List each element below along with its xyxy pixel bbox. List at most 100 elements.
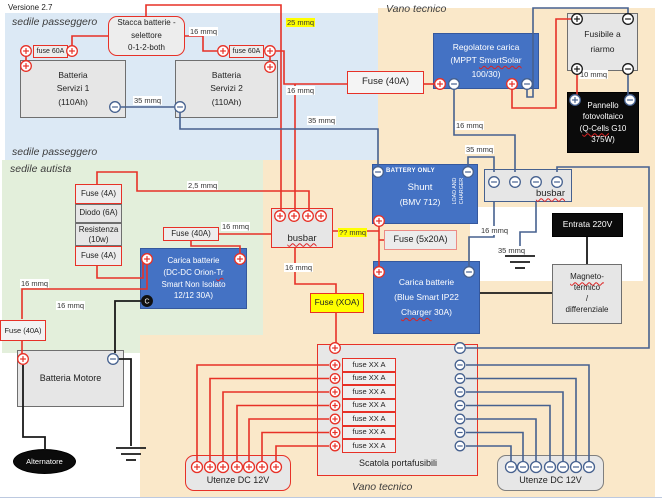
panel-line3-pre: (: [579, 123, 583, 133]
batt2-line1: Batteria: [211, 70, 242, 81]
blue-smart-charger: Carica batterie (Blue Smart IP22 Charger…: [373, 261, 480, 334]
charger-line2: (Blue Smart IP22: [394, 292, 459, 303]
mppt-regulator: Regolatore carica (MPPT SmartSolar 100/3…: [433, 33, 539, 89]
orion-line1: Carica batterie: [167, 256, 220, 266]
fuse-40a-orion: Fuse (40A): [163, 227, 219, 241]
battery-motore: Batteria Motore: [17, 350, 124, 407]
selector-line3: 0-1-2-both: [128, 43, 165, 53]
orion-line4: 12/12 30A): [173, 291, 214, 301]
panel-line3: (Q-Cells G10: [580, 123, 627, 134]
fuse-row-2: fuse XX A: [342, 371, 396, 385]
fusibile-line1: Fusibile a: [584, 28, 621, 39]
charger-line1: Carica batterie: [398, 277, 455, 288]
panel-line3-brand: Q-Cells: [582, 123, 609, 133]
utenze-dc-right: Utenze DC 12V: [497, 455, 604, 491]
wire-label-35mmq-busbar: 35 mmq: [465, 145, 495, 154]
shunt-side-line1: LOAD AND: [452, 177, 458, 205]
mppt-line2: (MPPT SmartSolar: [450, 54, 521, 68]
resettable-fuse: Fusibile a riarmo: [567, 13, 638, 71]
panel-line3-post: G10: [609, 123, 627, 133]
version-label: Versione 2.7: [8, 3, 53, 12]
orion-dcdc-charger: Carica batterie (DC-DC Orion-Tr Smart No…: [140, 248, 247, 309]
fuse-4a-bottom: Fuse (4A): [75, 246, 122, 266]
panel-line4: 375W): [591, 134, 615, 144]
fuse-row-1: fuse XX A: [342, 358, 396, 372]
panel-line2: fotovoltaico: [582, 112, 624, 122]
label-sedile-passeggero-top: sedile passeggero: [12, 16, 98, 28]
batt1-line1: Batteria: [58, 70, 88, 81]
label-sedile-passeggero-bottom: sedile passeggero: [12, 146, 98, 158]
charger-line3: Charger 30A): [401, 305, 452, 320]
scatola-label: Scatola portafusibili: [358, 458, 438, 468]
wire-label-16mmq-mppt-neg: 16 mmq: [455, 121, 485, 130]
resistenza-line2: (10w): [88, 234, 109, 244]
batt1-line2: Servizi 1: [56, 83, 90, 94]
busbar-negative-label: busbar: [535, 187, 565, 199]
wire-label-35mmq-ground: 35 mmq: [497, 246, 527, 255]
wire-label-2-5mmq: 2,5 mmq: [187, 181, 219, 190]
charger-line3-word: Charger: [400, 306, 432, 317]
fuse-40a-motor: Fuse (40A): [0, 320, 46, 341]
wire-label-25mmq: 25 mmq: [286, 18, 316, 27]
entrata-220v: Entrata 220V: [552, 213, 623, 237]
mppt-line2-pre: (MPPT: [450, 55, 480, 66]
charger-line3-post: 30A): [431, 306, 453, 317]
mppt-line2-name: SmartSolar: [479, 55, 522, 66]
selector-line1: Stacca batterie -: [117, 18, 176, 28]
wire-label-35mmq-shunt: 35 mmq: [307, 116, 337, 125]
fuse-row-6: fuse XX A: [342, 425, 396, 439]
wire-label-16mmq-motor-1: 16 mmq: [20, 279, 50, 288]
fusibile-line2: riarmo: [590, 44, 615, 54]
diodo-6a: Diodo (6A): [75, 204, 122, 223]
battery-selector-box: Stacca batterie - selettore 0-1-2-both: [108, 16, 185, 56]
fuse-row-5: fuse XX A: [342, 412, 396, 426]
orion-line2-tr: Tr: [216, 267, 224, 277]
fuse-row-4: fuse XX A: [342, 398, 396, 412]
wire-label-16mmq-charger-neg: 16 mmq: [480, 226, 510, 235]
resistenza-10w: Resistenza (10w): [75, 223, 122, 246]
magneto-line2: termico: [573, 283, 601, 293]
magneto-line1: Magneto-: [570, 272, 604, 283]
busbar-positive: busbar: [271, 208, 333, 248]
fuse-60a-battery1: fuse 60A: [33, 45, 68, 58]
panel-line1: Pannello: [587, 101, 619, 111]
batt2-line3: (110Ah): [211, 96, 242, 107]
battery-servizi-2: Batteria Servizi 2 (110Ah): [175, 60, 278, 118]
shunt-load-charger-label: LOAD AND CHARGER: [452, 164, 466, 218]
battery-servizi-1: Batteria Servizi 1 (110Ah): [20, 60, 126, 118]
resistenza-line1: Resistenza: [78, 224, 119, 234]
selector-line2: selettore: [131, 30, 162, 40]
fuse-row-3: fuse XX A: [342, 385, 396, 399]
fuse-xxa: Fuse (XOA): [310, 293, 364, 313]
wire-label-16mmq-selector: 16 mmq: [189, 27, 219, 36]
fuse-60a-battery2: fuse 60A: [229, 45, 264, 58]
mppt-line3: 100/30): [471, 68, 501, 79]
solar-panel: Pannello fotovoltaico (Q-Cells G10 375W): [567, 92, 639, 153]
shunt-title: Shunt: [407, 182, 433, 193]
utenze-dc-left: Utenze DC 12V: [185, 455, 291, 491]
fuse-40a-mppt: Fuse (40A): [347, 71, 424, 94]
magneto-line4: differenziale: [565, 304, 609, 314]
shunt-battery-only-label: BATTERY ONLY: [386, 168, 435, 174]
label-vano-tecnico-top: Vano tecnico: [386, 3, 447, 15]
orion-line2: (DC-DC Orion-Tr: [163, 267, 223, 279]
wire-label-16mmq-mppt: 16 mmq: [286, 86, 316, 95]
wire-label-16mmq-orion-out: 16 mmq: [221, 222, 251, 231]
orion-line2-pre: (DC-DC Orion-: [163, 267, 217, 277]
label-vano-tecnico-bottom: Vano tecnico: [352, 481, 413, 493]
magneto-line1-word: Magneto-: [570, 272, 604, 282]
orion-line3: Smart Non Isolato: [161, 279, 226, 289]
busbar-positive-label: busbar: [287, 232, 317, 244]
wire-label-16mmq-fusebox: 16 mmq: [284, 263, 314, 272]
busbar-negative: busbar: [484, 169, 572, 202]
label-sedile-autista: sedile autista: [10, 163, 72, 175]
batt1-line3: (110Ah): [58, 96, 88, 107]
magneto-line3: /: [585, 294, 589, 303]
wire-label-16mmq-motor-2: 16 mmq: [56, 301, 86, 310]
shunt-subtitle: (BMV 712): [399, 197, 441, 207]
alternatore: Alternatore: [13, 449, 76, 474]
batt2-line2: Servizi 2: [210, 83, 243, 94]
mppt-line1: Regolatore carica: [452, 41, 520, 52]
bottom-divider: [0, 497, 662, 498]
